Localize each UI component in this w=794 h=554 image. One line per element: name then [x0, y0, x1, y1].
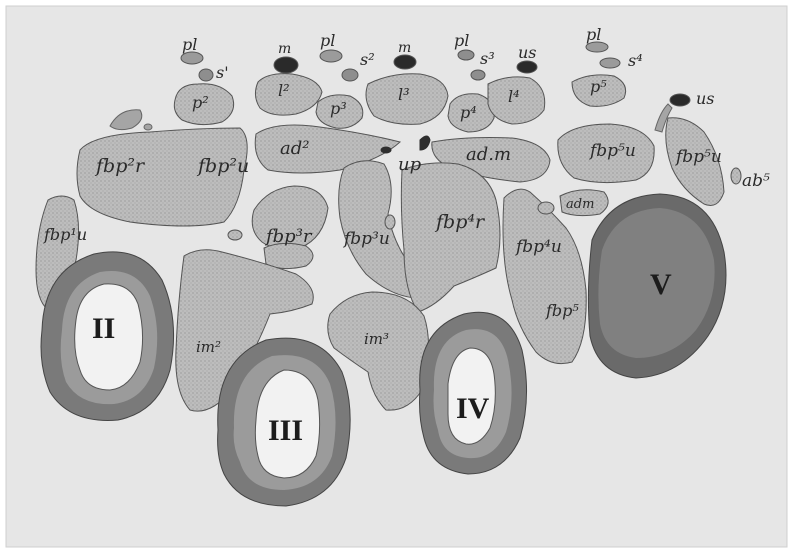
label-s3: s³ [480, 49, 495, 68]
label-pl-3: pl [454, 31, 469, 50]
label-fbp5: fbp⁵ [545, 301, 579, 320]
label-fbp4u: fbp⁴u [514, 237, 562, 257]
label-fbp5u-b: fbp⁵u [674, 147, 722, 167]
label-adm-main: ad.m [466, 144, 511, 165]
label-m-2: m [398, 40, 411, 56]
label-fbp2r: fbp²r [94, 155, 146, 177]
label-fbp1u: fbp¹u [43, 225, 87, 244]
label-pl-1: pl [182, 35, 197, 54]
label-pl-4: pl [586, 25, 601, 44]
label-fbp2u: fbp²u [196, 155, 249, 177]
label-l4: l⁴ [508, 87, 520, 106]
label-ad2: ad² [280, 138, 309, 159]
label-m-1: m [278, 41, 291, 57]
label-us-1: us [518, 43, 537, 62]
label-s1: s' [216, 63, 229, 82]
label-fbp3u: fbp³u [342, 229, 390, 249]
label-s2: s² [360, 50, 375, 69]
label-up: up [398, 154, 422, 175]
label-us-2: us [696, 89, 715, 108]
label-im3: im³ [364, 330, 389, 348]
label-adm-small: adm [566, 197, 594, 212]
label-l2: l² [278, 81, 290, 100]
label-l3: l³ [398, 85, 410, 104]
label-p3: p³ [330, 99, 347, 118]
label-im2: im² [196, 338, 221, 356]
label-s4: s⁴ [628, 51, 643, 70]
bone-numeral-V: V [650, 268, 672, 301]
label-ab5: ab⁵ [742, 171, 770, 191]
label-p4: p⁴ [460, 103, 477, 122]
label-pl-2: pl [320, 31, 335, 50]
label-p5: p⁵ [590, 77, 607, 96]
bone-numeral-III: III [268, 414, 303, 447]
bone-numeral-IV: IV [456, 392, 490, 425]
label-fbp3r: fbp³r [264, 226, 313, 247]
bone-numeral-II: II [92, 312, 115, 345]
label-fbp5u-a: fbp⁵u [588, 141, 636, 161]
label-p2: p² [192, 93, 209, 112]
label-fbp4r: fbp⁴r [434, 211, 486, 233]
